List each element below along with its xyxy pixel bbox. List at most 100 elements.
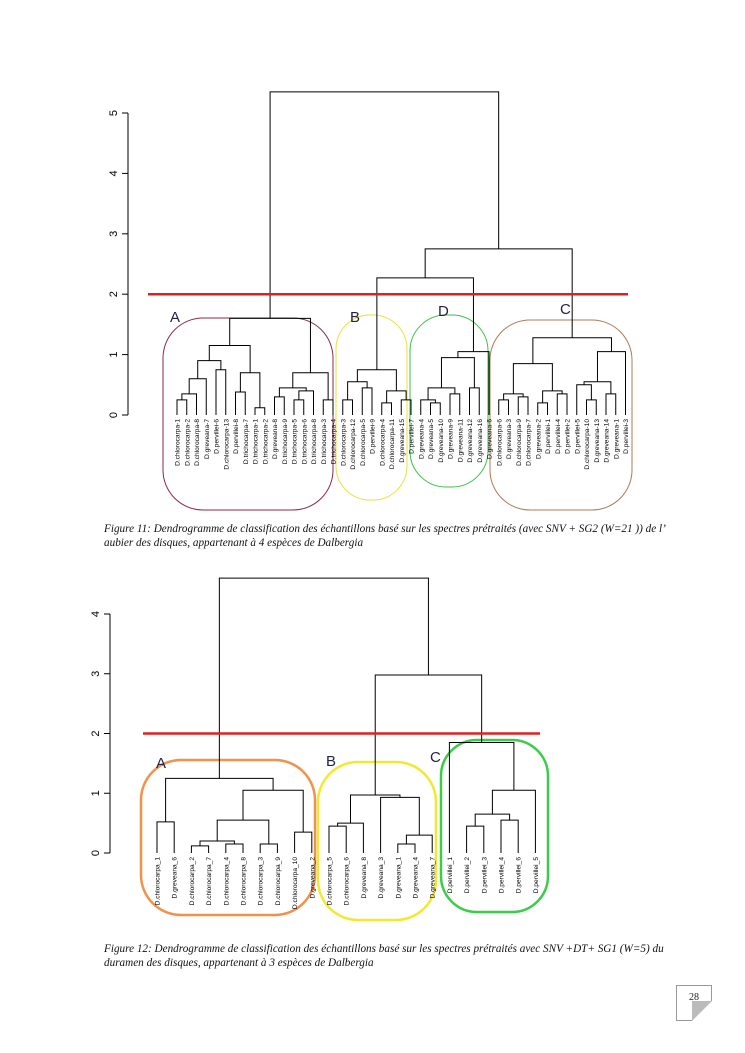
leaf-label: D.trichocarpa-9 <box>282 419 289 464</box>
dendrogram-branch <box>350 794 401 824</box>
cluster-outline-B <box>335 314 408 501</box>
leaf-label: D.greveana_4 <box>413 857 420 899</box>
leaf-label: D.chlorocarpa-13 <box>223 419 230 470</box>
leaf-label: D.chlorocarpa-12 <box>350 419 357 470</box>
leaf-label: D.pervillei-6 <box>214 419 221 454</box>
leaf-label: D.greveana_6 <box>172 857 179 899</box>
leaf-label: D.greveana_3 <box>378 857 385 899</box>
leaf-label: D.chlorocarpa_3 <box>258 857 265 906</box>
leaf-label: D.pervillei-5 <box>574 419 581 454</box>
leaf-label: D.greveana_1 <box>395 857 402 899</box>
dendrogram-branch <box>397 843 416 853</box>
leaf-label: D.greveana-9 <box>448 419 455 459</box>
leaf-label: D.pervillei_2 <box>464 857 471 894</box>
leaf-label: D.pervillei-8 <box>233 419 240 454</box>
page-number-text: 28 <box>689 992 699 1003</box>
leaf-label: D.greveana-1 <box>613 419 620 459</box>
leaf-label: D.chlorocarpa_5 <box>327 857 334 906</box>
leaf-label: D.greveana-14 <box>604 419 611 463</box>
figure-12-caption: Figure 12: Dendrogramme de classificatio… <box>104 943 664 969</box>
dendrogram-branch <box>328 825 347 853</box>
leaf-label: D.trichocarpa-5 <box>292 419 299 464</box>
leaf-label: D.pervillei-3 <box>623 419 630 454</box>
y-tick-label: 1 <box>108 352 120 358</box>
dendrogram-branch <box>165 777 274 822</box>
dendrogram-branch <box>218 577 429 779</box>
figure-11-caption: Figure 11: Dendrogramme de classificatio… <box>104 523 665 549</box>
leaf-label: D.trichocarpa-1 <box>253 419 260 464</box>
y-tick-label: 2 <box>90 730 102 736</box>
cluster-outline-C <box>439 738 550 914</box>
leaf-label: D.greveana-3 <box>506 419 513 459</box>
leaf-label: D.greveana-11 <box>457 419 464 462</box>
dendrogram-branch <box>156 821 175 853</box>
leaf-label: D.pervillei-2 <box>565 419 572 454</box>
cluster-outline-D <box>409 314 489 488</box>
leaf-label: D.trichocarpa-7 <box>243 419 250 464</box>
leaf-label: D.trichocarpa-8 <box>311 419 318 464</box>
y-tick-label: 3 <box>90 671 102 677</box>
leaf-label: D.chlorocarpa_8 <box>241 857 248 906</box>
dendrogram-branch <box>225 843 244 853</box>
leaf-label: D.greveana_7 <box>430 857 437 899</box>
leaf-label: D.pervillei-4 <box>555 419 562 454</box>
leaf-label: D.chlorocarpa-2 <box>184 419 191 466</box>
page-number: 28 <box>676 985 712 1021</box>
leaf-label: D.chlorocarpa_4 <box>223 857 230 906</box>
leaf-label: D.greveana-2 <box>535 419 542 459</box>
leaf-label: D.chlorocarpa-8 <box>194 419 201 466</box>
y-tick-label: 4 <box>90 611 102 617</box>
leaf-label: D.pervillei_4 <box>499 857 506 894</box>
dendrogram-branch <box>448 741 515 853</box>
dendrogram-branch <box>259 843 278 853</box>
dendrogram-branch <box>199 840 235 846</box>
page-fold-icon <box>692 1001 712 1021</box>
leaf-label: D.chlorocarpa-11 <box>389 419 396 469</box>
cluster-outline-A <box>139 758 317 917</box>
dendrogram-branch <box>466 825 485 853</box>
cluster-label-A: A <box>156 755 166 772</box>
leaf-label: D.chlorocarpa-7 <box>526 419 533 466</box>
leaf-label: D.greveana-10 <box>438 419 445 463</box>
leaf-label: D.chlorocarpa-3 <box>340 419 347 466</box>
cluster-label-C: C <box>430 749 441 766</box>
leaf-label: D.greveana-12 <box>467 419 474 463</box>
dendrogram-branch <box>380 796 420 853</box>
leaf-label: D.pervillei_3 <box>481 857 488 894</box>
leaf-label: D.chlorocarpa-4 <box>379 419 386 466</box>
leaf-label: D.pervillei_1 <box>447 857 454 894</box>
y-tick-label: 4 <box>108 170 120 176</box>
leaf-label: D.greveana-7 <box>204 419 211 459</box>
leaf-label: D.greveana_2 <box>309 857 316 899</box>
leaf-label: D.greveana-13 <box>594 419 601 463</box>
cluster-label-B: B <box>326 753 336 770</box>
leaf-label: D.chlorocarpa_2 <box>189 857 196 906</box>
leaf-label: D.greveana-8 <box>272 419 279 459</box>
dendrogram-branch <box>337 822 364 853</box>
leaf-label: D.greveana-4 <box>418 419 425 459</box>
leaf-label: D.chlorocarpa_6 <box>344 857 351 906</box>
leaf-label: D.chlorocarpa_1 <box>155 857 162 906</box>
cluster-label-B: B <box>350 309 360 326</box>
leaf-label: D.chlorocarpa-5 <box>360 419 367 466</box>
dendrogram-branch <box>269 91 500 319</box>
leaf-label: D.greveana_8 <box>361 857 368 899</box>
y-tick-label: 0 <box>108 412 120 418</box>
leaf-label: D.greveana-6 <box>487 419 494 459</box>
leaf-label: D.trichocarpa-2 <box>262 419 269 464</box>
leaf-label: D.pervillei_6 <box>516 857 523 894</box>
leaf-label: D.chlorocarpa_10 <box>292 857 299 909</box>
dendrogram-branch <box>491 789 536 853</box>
cluster-label-A: A <box>170 309 180 326</box>
leaf-label: D.pervillei-7 <box>409 419 416 454</box>
cluster-outline-B <box>316 760 438 922</box>
dendrogram-branch <box>242 789 304 833</box>
cluster-label-C: C <box>560 301 571 318</box>
cluster-label-D: D <box>438 303 449 320</box>
dendrogram-branch <box>294 831 313 853</box>
leaf-label: D.chlorocarpa_7 <box>206 857 213 906</box>
cluster-outline-C <box>489 319 633 511</box>
leaf-label: D.pervillei-1 <box>545 419 552 454</box>
